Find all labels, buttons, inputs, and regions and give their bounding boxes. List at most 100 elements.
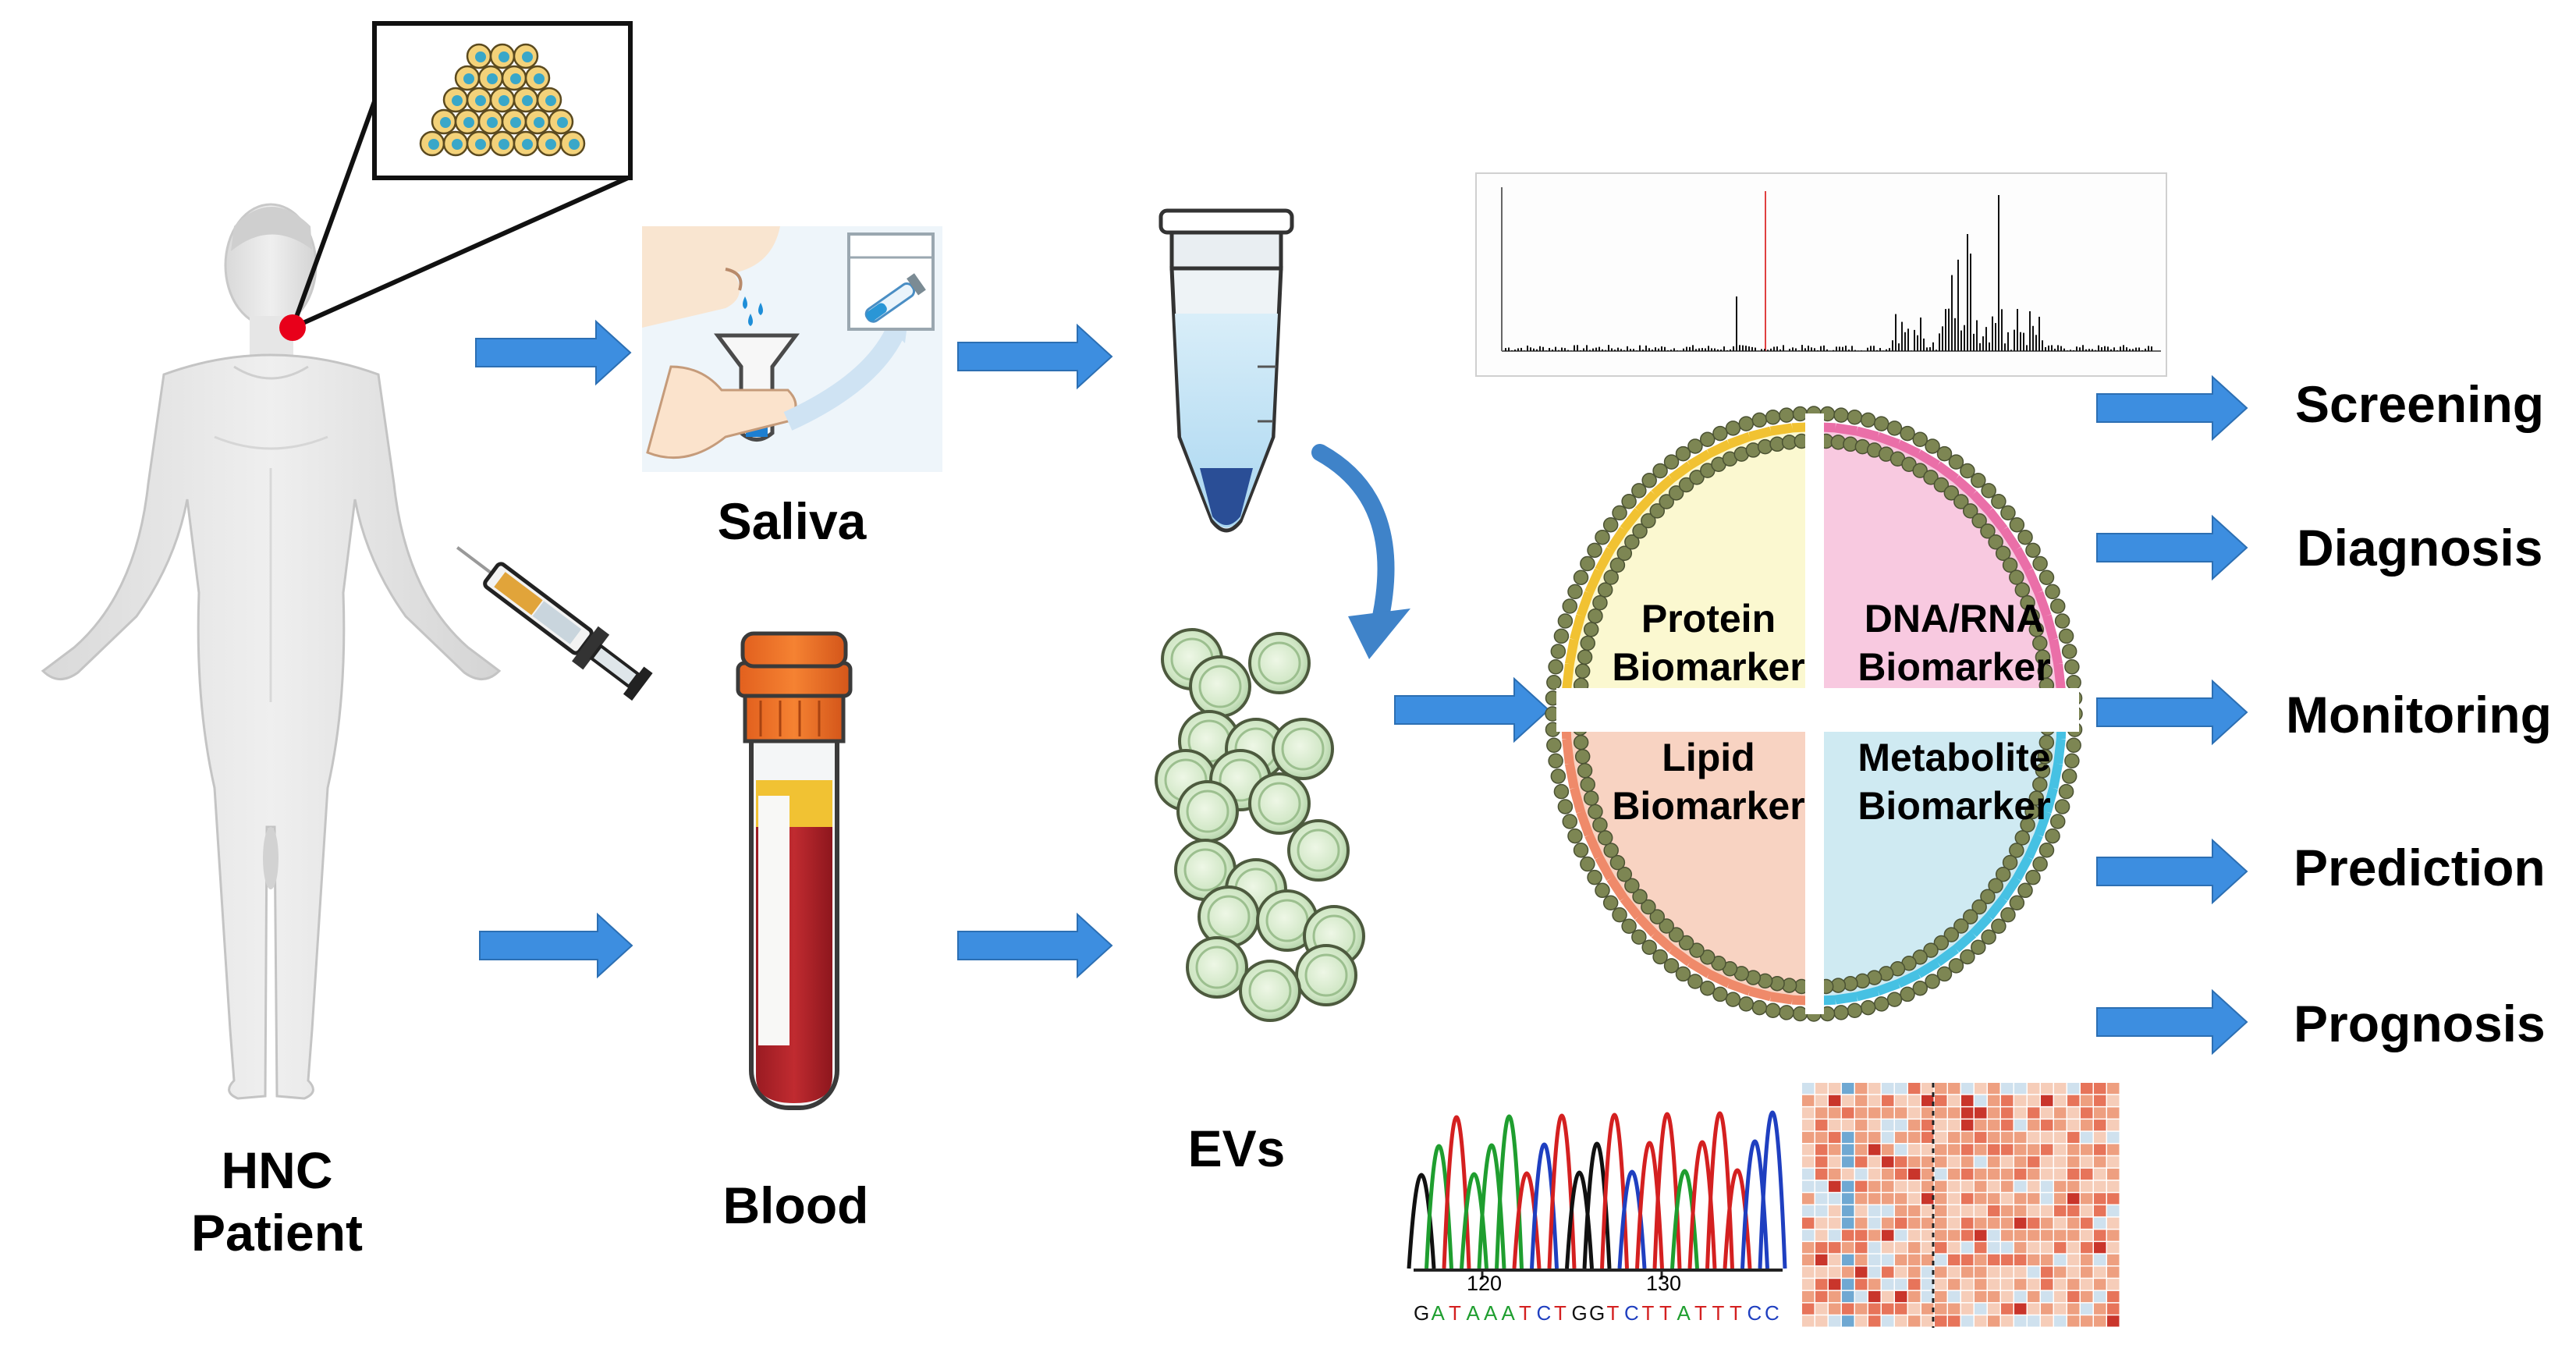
lipid-label-line2: Biomarker <box>1612 784 1805 828</box>
heatmap-cell <box>1948 1290 1960 1303</box>
heatmap-cell <box>1988 1144 2000 1155</box>
heatmap-cell <box>2067 1303 2080 1315</box>
membrane-band <box>1897 970 1921 988</box>
membrane-lipid <box>2064 659 2080 675</box>
membrane-lipid <box>1943 485 1960 501</box>
heatmap-cell <box>1908 1217 1921 1229</box>
heatmap-cell <box>1961 1242 1974 1254</box>
heatmap-cell <box>2041 1156 2053 1168</box>
membrane-band <box>1707 439 1731 458</box>
heatmap-cell <box>2014 1107 2027 1119</box>
heatmap-cell <box>2001 1107 2014 1119</box>
membrane-band <box>1727 979 1751 996</box>
protein-label-line1: Protein <box>1641 597 1776 641</box>
heatmap-cell <box>1829 1303 1841 1315</box>
heatmap-cell <box>1975 1242 1987 1254</box>
membrane-lipid <box>1712 986 1728 1002</box>
heatmap-cell <box>1842 1205 1854 1217</box>
heatmap-cell <box>1948 1131 1960 1143</box>
heatmap-cell <box>1961 1315 1974 1327</box>
heatmap-cell <box>1921 1144 1934 1155</box>
heatmap-cell <box>2041 1254 2053 1265</box>
sequence-base: A <box>1677 1301 1691 1325</box>
heatmap-cell <box>1988 1290 2000 1303</box>
heatmap-cell <box>1829 1156 1841 1168</box>
sequence-base: T <box>1554 1301 1567 1325</box>
membrane-lipid <box>1962 909 1978 924</box>
heatmap-cell <box>1961 1107 1974 1119</box>
heatmap-cell <box>1829 1205 1841 1217</box>
heatmap-cell <box>2054 1107 2067 1119</box>
heatmap-cell <box>1921 1131 1934 1143</box>
heatmap-cell <box>1975 1315 1987 1327</box>
membrane-lipid <box>1592 594 1608 611</box>
membrane-lipid <box>2014 582 2031 598</box>
heatmap-cell <box>1961 1193 1974 1205</box>
heatmap-cell <box>1802 1315 1815 1327</box>
sequence-base: A <box>1484 1301 1498 1325</box>
membrane-lipid <box>1652 949 1668 965</box>
heatmap-cell <box>1855 1266 1868 1278</box>
membrane-lipid <box>1980 889 1996 904</box>
tumor-cell-nucleus <box>428 139 439 150</box>
heatmap-cell <box>1975 1180 1987 1192</box>
heatmap-cell <box>1829 1266 1841 1278</box>
heatmap-cell <box>2094 1315 2106 1327</box>
membrane-lipid <box>1936 445 1953 462</box>
heatmap-cell <box>1895 1279 1907 1290</box>
heatmap-cell <box>2081 1290 2093 1303</box>
sequence-base: T <box>1694 1301 1707 1325</box>
heatmap-cell <box>1961 1303 1974 1315</box>
heatmap-cell <box>1975 1144 1987 1155</box>
heatmap-cell <box>1921 1205 1934 1217</box>
membrane-lipid <box>2014 830 2031 846</box>
heatmap-cell <box>1988 1131 2000 1143</box>
heatmap-cell <box>2014 1290 2027 1303</box>
tumor-cell-nucleus <box>475 139 486 150</box>
heatmap-cell <box>2001 1254 2014 1265</box>
membrane-lipid <box>1792 1006 1808 1022</box>
membrane-lipid <box>1631 929 1647 945</box>
heatmap-cell <box>1868 1168 1881 1180</box>
membrane-lipid <box>1553 628 1570 644</box>
heatmap-cell <box>1815 1279 1828 1290</box>
heatmap-cell <box>2054 1144 2067 1155</box>
membrane-lipid <box>1588 804 1603 820</box>
membrane-band <box>1970 490 1993 514</box>
membrane-lipid <box>1546 737 1562 753</box>
heatmap-cell <box>2094 1230 2106 1241</box>
membrane-band <box>1620 895 1642 920</box>
membrane-band <box>1876 979 1900 996</box>
heatmap-cell <box>2081 1144 2093 1155</box>
heatmap-cell <box>1868 1254 1881 1265</box>
heatmap-cell <box>1961 1083 1974 1095</box>
membrane-lipid <box>2028 790 2045 806</box>
ev-vesicle-inner <box>1281 727 1325 771</box>
membrane-lipid <box>1738 416 1755 431</box>
membrane-lipid <box>1597 830 1613 846</box>
ev-vesicle-inner <box>1195 946 1239 989</box>
heatmap-cell <box>2094 1279 2106 1290</box>
heatmap-cell <box>1802 1254 1815 1265</box>
lipid-label-line1: Lipid <box>1662 736 1755 779</box>
heatmap-cell <box>1882 1290 1894 1303</box>
heatmap-cell <box>1975 1168 1987 1180</box>
heatmap-cell <box>2067 1290 2080 1303</box>
heatmap-cell <box>1882 1168 1894 1180</box>
membrane-lipid <box>1624 534 1640 550</box>
heatmap-cell <box>2094 1205 2106 1217</box>
outcome-prognosis: Prognosis <box>2294 995 2546 1052</box>
arrow-to-saliva <box>475 319 632 386</box>
membrane-band <box>1748 986 1772 1002</box>
heatmap-cell <box>1895 1242 1907 1254</box>
heatmap-cell <box>1829 1290 1841 1303</box>
heatmap-cell <box>2014 1144 2027 1155</box>
membrane-lipid <box>1652 463 1668 479</box>
heatmap-cell <box>1908 1107 1921 1119</box>
membrane-lipid <box>2054 799 2070 814</box>
heatmap-cell <box>2041 1120 2053 1131</box>
heatmap-cell <box>2067 1230 2080 1241</box>
heatmap-cell <box>1882 1107 1894 1119</box>
heatmap-cell <box>2028 1242 2040 1254</box>
expression-heatmap <box>1802 1083 2120 1328</box>
